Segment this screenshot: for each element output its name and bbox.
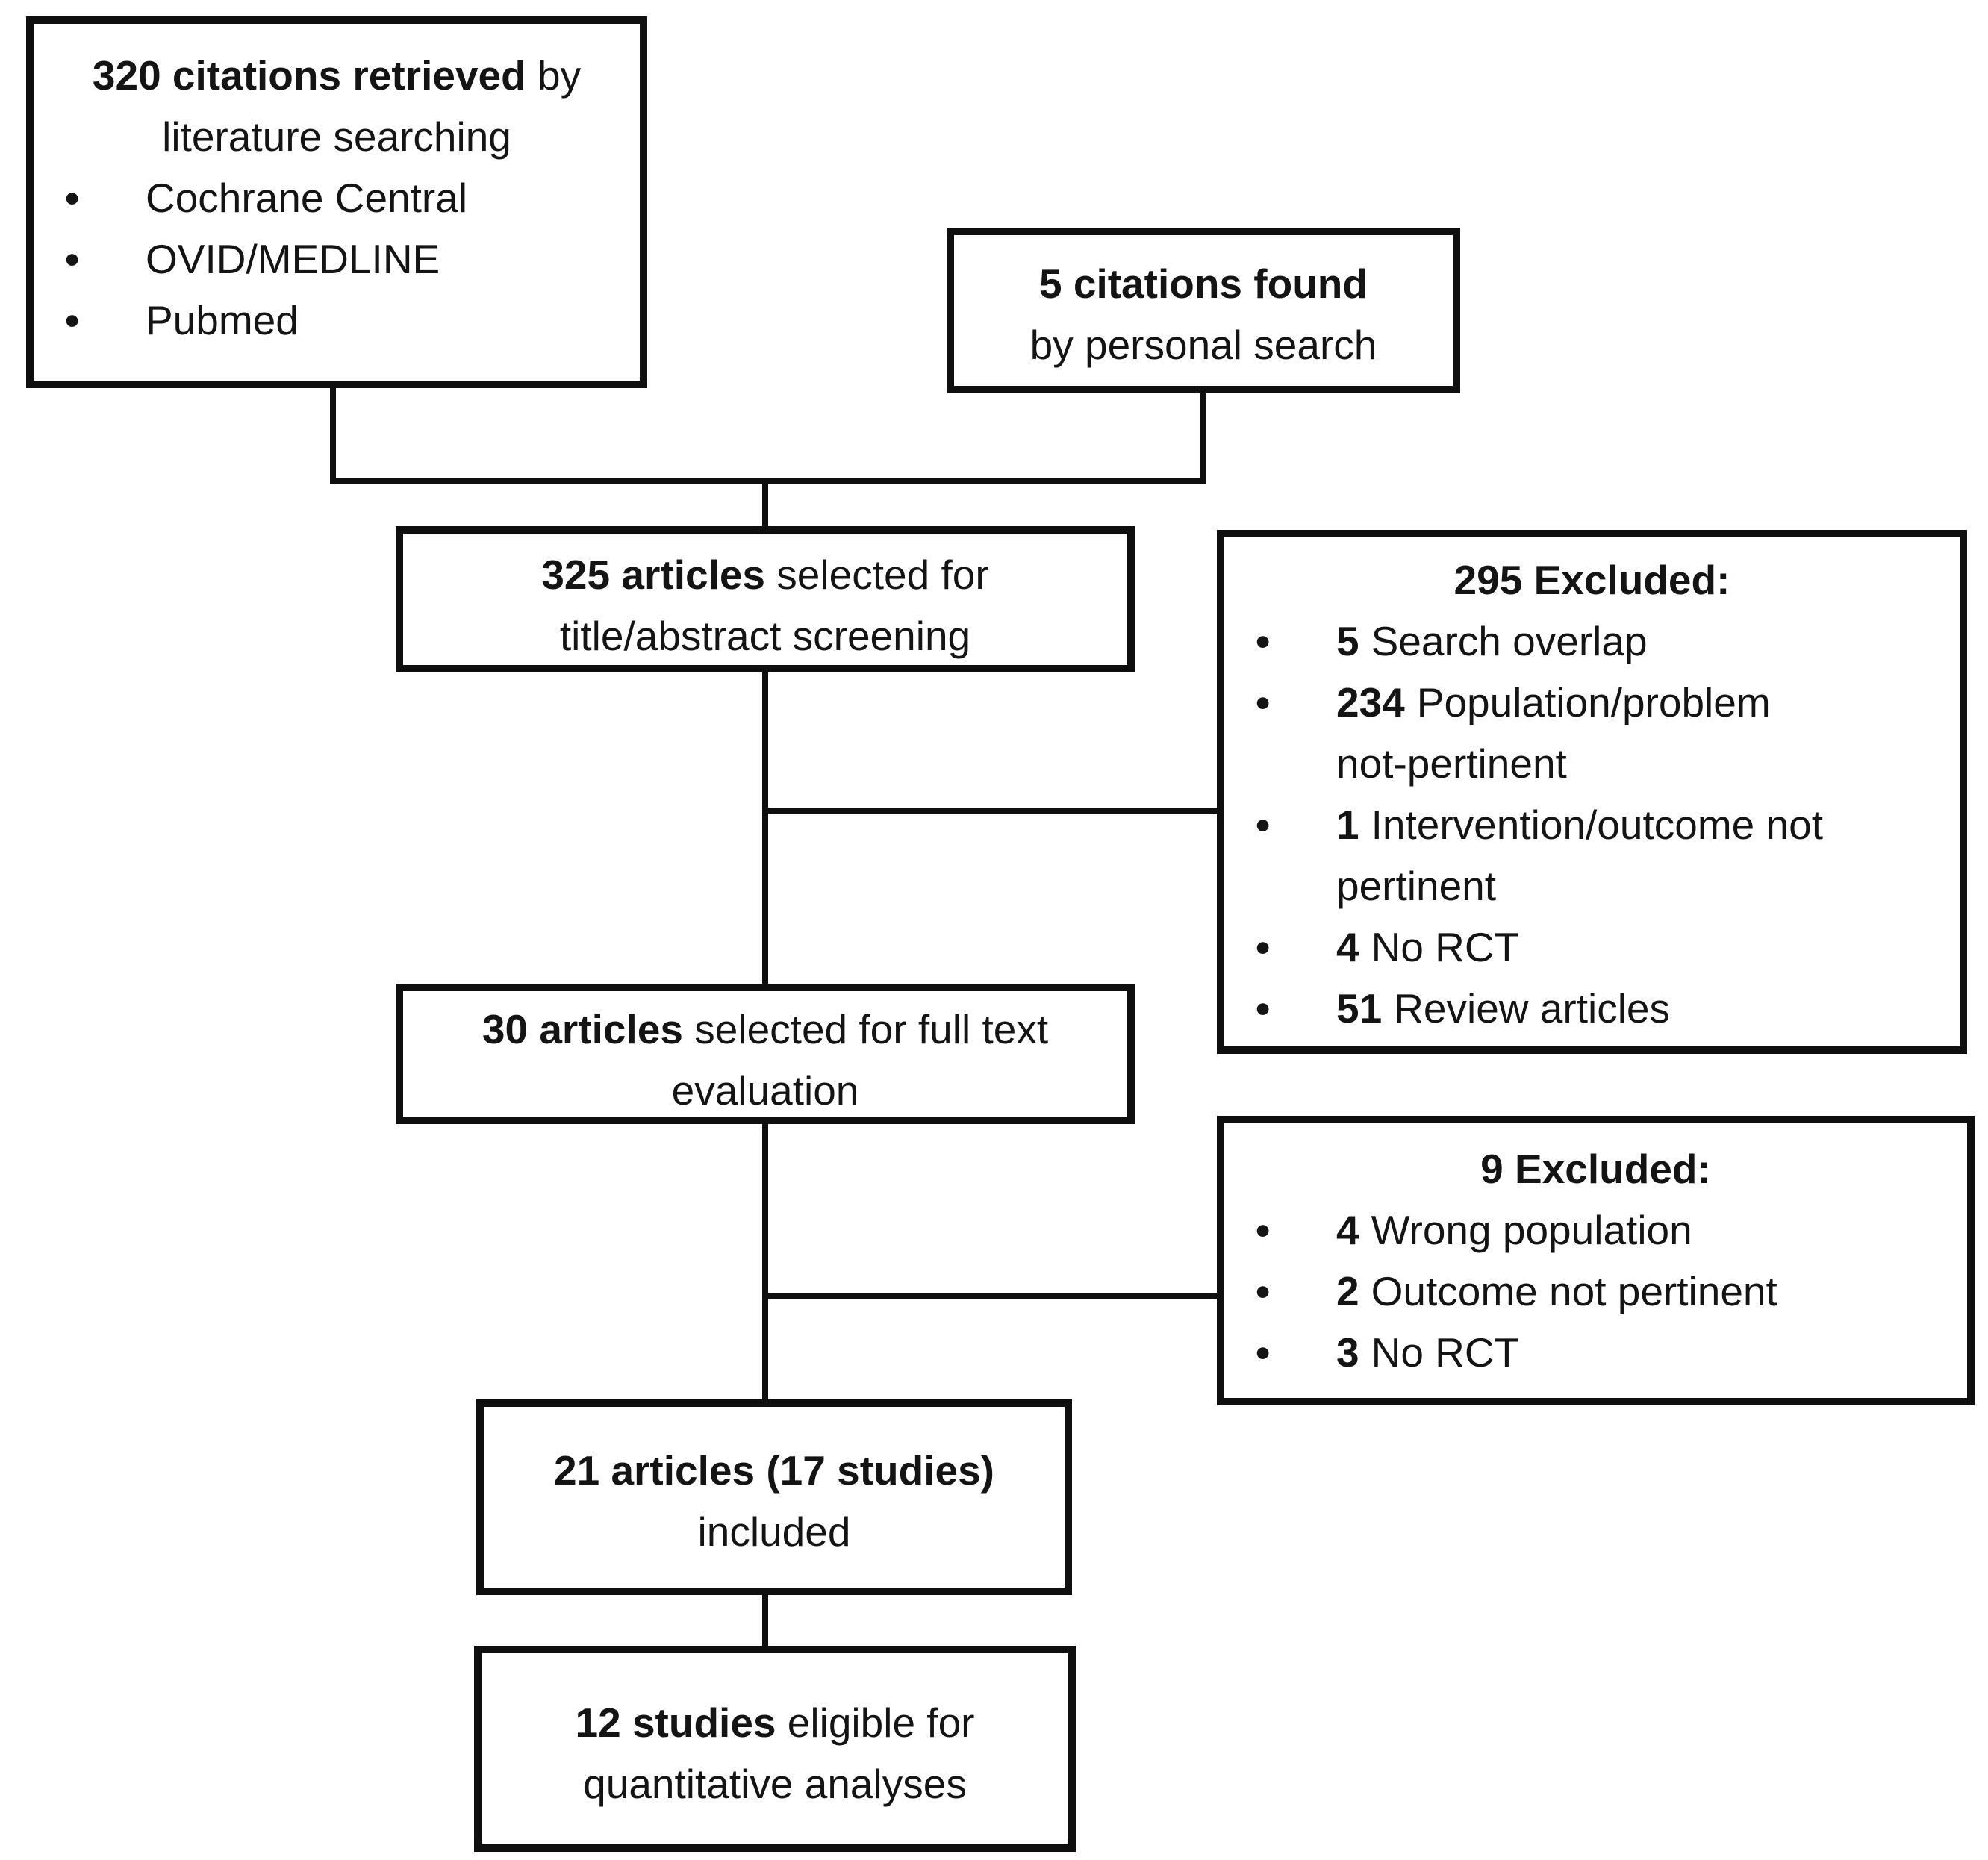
- box-quantitative-analyses: 12 studies eligible for quantitative ana…: [474, 1646, 1076, 1852]
- excluded-count: 4: [1336, 1207, 1359, 1253]
- excluded-295-title: 295 Excluded:: [1453, 557, 1730, 603]
- screening-line2: title/abstract screening: [559, 613, 971, 659]
- included-line1: 21 articles (17 studies): [553, 1447, 994, 1494]
- excluded-count: 2: [1336, 1268, 1359, 1314]
- list-item: 4 No RCT: [1224, 917, 1960, 978]
- excluded-reason: No RCT: [1371, 924, 1520, 970]
- excluded-9-list: 4 Wrong population 2 Outcome not pertinent…: [1224, 1199, 1967, 1383]
- retrieved-line1-rest: by: [526, 52, 582, 99]
- fulltext-line1-rest: selected for full text: [682, 1006, 1049, 1052]
- excluded-9-title: 9 Excluded:: [1480, 1146, 1711, 1192]
- box-full-text-evaluation: 30 articles selected for full text evalu…: [396, 984, 1135, 1124]
- connector-branch-excluded-295: [762, 808, 1221, 814]
- connector-screening-to-fulltext: [762, 668, 768, 989]
- list-item: Cochrane Central: [34, 167, 640, 228]
- box-citations-retrieved: 320 citations retrieved by literature se…: [26, 16, 647, 388]
- connector-merge-to-screening: [762, 478, 768, 530]
- list-item: 2 Outcome not pertinent: [1224, 1261, 1967, 1322]
- excluded-count: 3: [1336, 1329, 1359, 1376]
- box-articles-included: 21 articles (17 studies) included: [476, 1399, 1072, 1595]
- personal-line2: by personal search: [1029, 322, 1377, 368]
- quant-line2: quantitative analyses: [583, 1761, 967, 1807]
- quant-count-label: 12 studies: [575, 1700, 776, 1746]
- retrieved-line2: literature searching: [162, 113, 511, 160]
- retrieved-source-list: Cochrane Central OVID/MEDLINE Pubmed: [34, 167, 640, 351]
- list-item: OVID/MEDLINE: [34, 228, 640, 290]
- connector-retrieved-down: [330, 382, 336, 484]
- fulltext-count-label: 30 articles: [482, 1006, 683, 1052]
- quant-line1: 12 studies eligible for: [482, 1692, 1068, 1753]
- quant-line1-rest: eligible for: [776, 1700, 975, 1746]
- fulltext-line1: 30 articles selected for full text: [403, 999, 1127, 1060]
- connector-included-to-quant: [762, 1590, 768, 1650]
- box-excluded-9: 9 Excluded: 4 Wrong population 2 Outcome n…: [1217, 1116, 1975, 1405]
- box-excluded-295: 295 Excluded: 5 Search overlap 234Populat…: [1217, 530, 1967, 1054]
- excluded-count: 5: [1336, 618, 1359, 664]
- excluded-count: 234: [1336, 679, 1405, 725]
- excluded-count: 1: [1336, 802, 1359, 848]
- screening-line1-rest: selected for: [765, 552, 989, 598]
- included-line2: included: [697, 1508, 851, 1555]
- connector-personal-down: [1200, 388, 1206, 484]
- excluded-reason: Population/problem not-pertinent: [1336, 679, 1771, 787]
- retrieved-line1: 320 citations retrieved by: [34, 45, 640, 106]
- list-item: 4 Wrong population: [1224, 1199, 1967, 1261]
- screening-line1: 325 articles selected for: [403, 544, 1127, 605]
- list-item: 3 No RCT: [1224, 1322, 1967, 1383]
- screening-count-label: 325 articles: [541, 552, 766, 598]
- box-title-abstract-screening: 325 articles selected for title/abstract…: [396, 526, 1135, 672]
- list-item: Pubmed: [34, 290, 640, 351]
- excluded-count: 4: [1336, 924, 1359, 970]
- excluded-reason: Wrong population: [1371, 1207, 1692, 1253]
- connector-branch-excluded-9: [762, 1293, 1221, 1299]
- excluded-reason: Outcome not pertinent: [1371, 1268, 1777, 1314]
- excluded-reason: Review articles: [1394, 985, 1671, 1032]
- excluded-reason: No RCT: [1371, 1329, 1520, 1376]
- excluded-count: 51: [1336, 985, 1383, 1032]
- retrieved-count-label: 320 citations retrieved: [92, 52, 526, 99]
- box-personal-search: 5 citations found by personal search: [947, 228, 1460, 393]
- fulltext-line2: evaluation: [671, 1067, 859, 1114]
- excluded-reason: Search overlap: [1371, 618, 1648, 664]
- excluded-reason: Intervention/outcome not pertinent: [1336, 802, 1823, 909]
- personal-line1: 5 citations found: [1039, 260, 1368, 307]
- list-item: 5 Search overlap: [1224, 611, 1960, 672]
- connector-fulltext-to-included: [762, 1120, 768, 1403]
